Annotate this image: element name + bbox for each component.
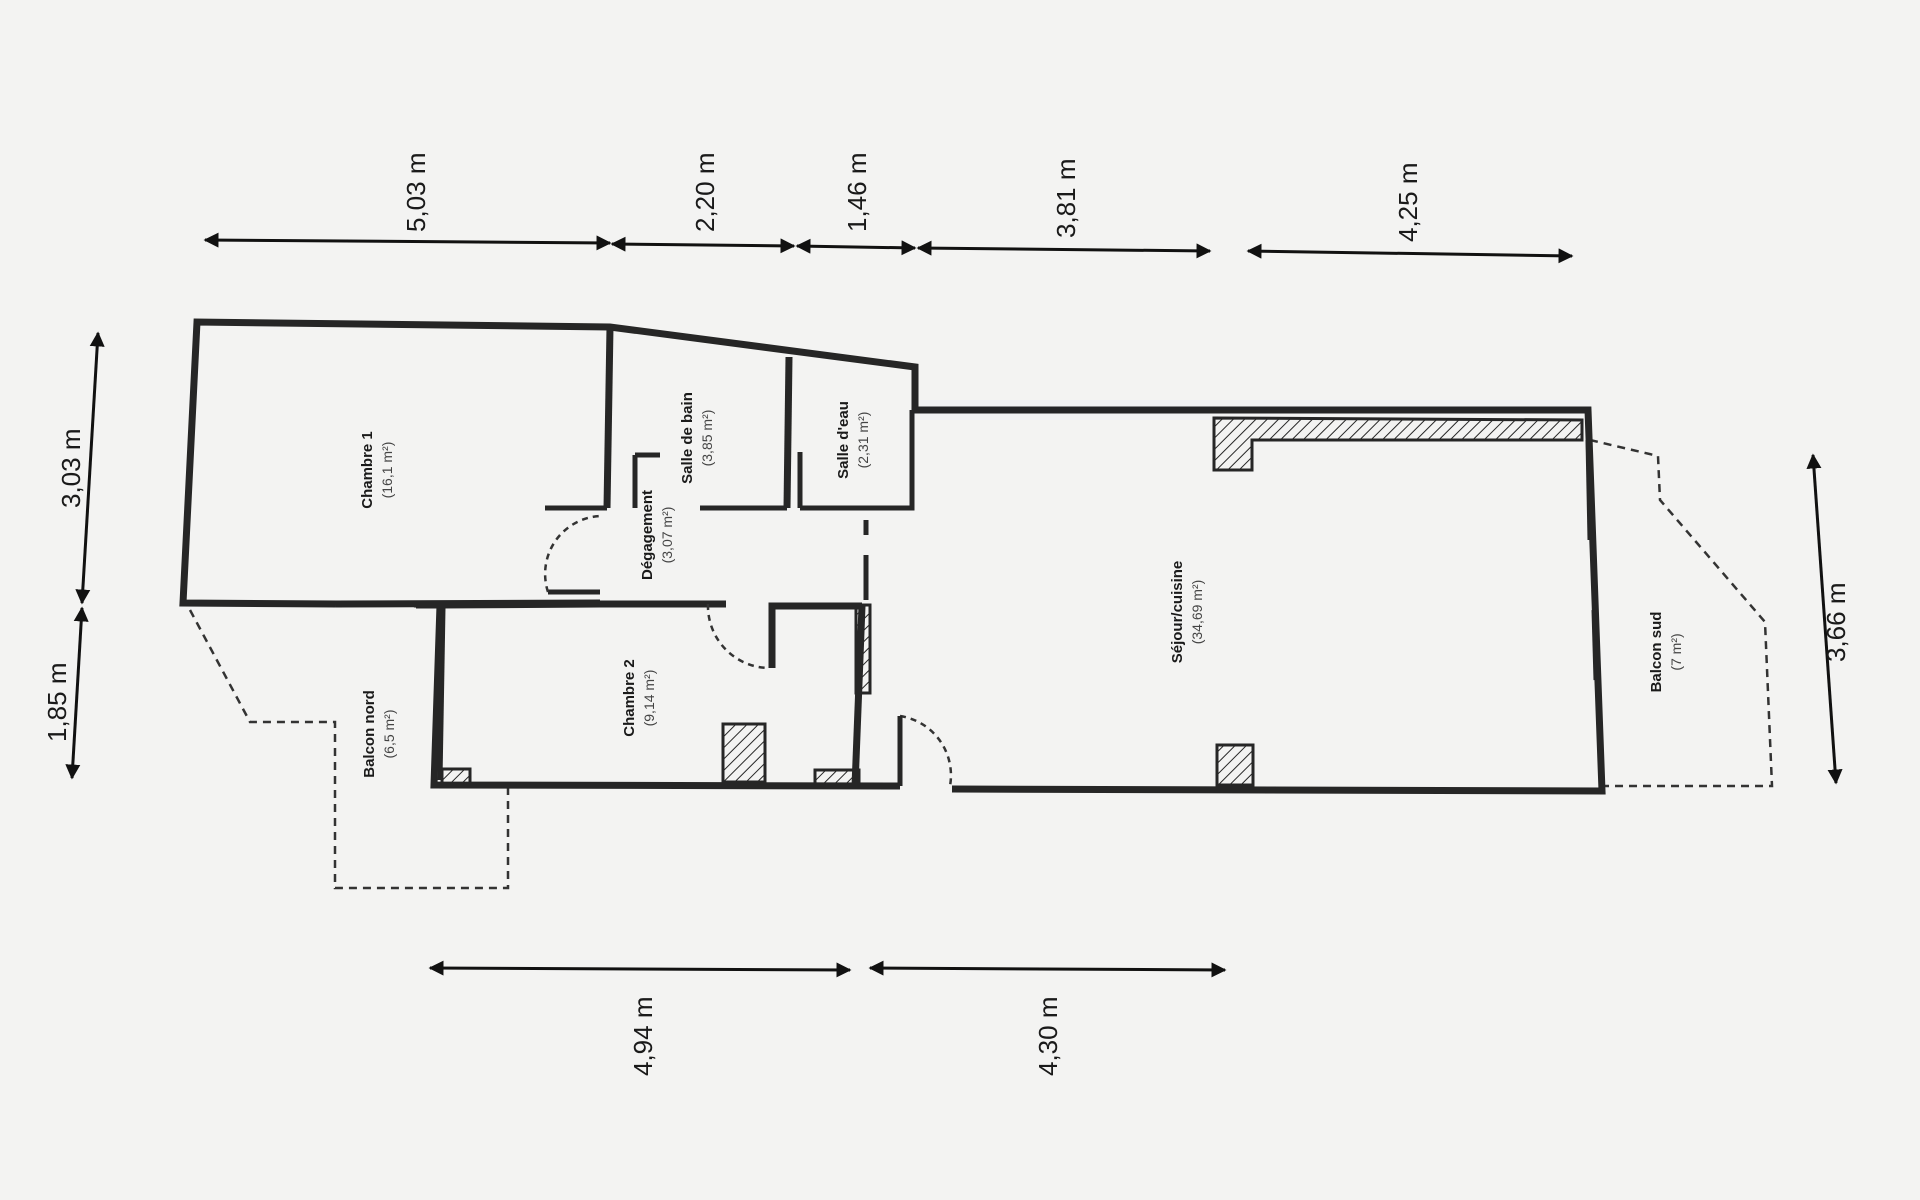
room-area-salle-d-eau: (2,31 m²) [855,412,871,469]
room-name-degagement: Dégagement [639,490,656,580]
wall-chambre1-east [603,326,614,509]
room-name-chambre-1: Chambre 1 [359,431,376,509]
room-area-salle-de-bain: (3,85 m²) [699,410,715,467]
dimension-labels: 5,03 m 2,20 m 1,46 m 3,81 m 4,25 m 3,03 … [42,153,1851,1077]
dimension-lines [65,232,1843,978]
room-name-balcon-nord: Balcon nord [361,690,378,778]
wall-chambre2-north-east [768,602,862,668]
door-entry-swing [899,714,953,787]
duct-chambre2-corner [813,768,861,786]
room-name-chambre-2: Chambre 2 [621,659,638,737]
dim-label-top-5: 4,25 m [1393,163,1423,243]
room-balcon-nord: Balcon nord (6,5 m²) [361,690,397,778]
dim-line-bottom-1 [428,960,852,978]
dim-label-bottom-2: 4,30 m [1033,997,1063,1077]
room-salle-d-eau: Salle d'eau (2,31 m²) [835,401,871,479]
wall-sde-south [800,410,915,511]
room-sejour-cuisine: Séjour/cuisine (34,69 m²) [1169,561,1205,664]
room-degagement: Dégagement (3,07 m²) [639,490,675,580]
room-labels: Chambre 1 (16,1 m²) Salle de bain (3,85 … [359,392,1684,778]
room-chambre-2: Chambre 2 (9,14 m²) [621,659,657,737]
room-salle-de-bain: Salle de bain (3,85 m²) [679,392,715,484]
dim-line-left-2 [65,606,89,780]
outer-wall-south-west [416,601,901,790]
dim-label-left-1: 3,03 m [56,429,86,509]
dim-label-bottom-1: 4,94 m [628,997,658,1077]
dim-label-top-2: 2,20 m [690,153,720,233]
wall-sejour-window-2 [1591,609,1599,681]
dim-label-left-2: 1,85 m [42,663,72,743]
room-area-chambre-2: (9,14 m²) [641,670,657,727]
balcon-sud-outline [1589,438,1774,788]
room-chambre-1: Chambre 1 (16,1 m²) [359,431,395,509]
room-area-balcon-nord: (6,5 m²) [381,710,397,759]
duct-balcon-nord [440,767,472,786]
balcon-nord-outline [188,609,510,890]
wall-chambre2-west [437,607,446,781]
balconies [188,438,1774,890]
dim-line-top-4 [916,240,1212,259]
dim-line-top-5 [1246,243,1574,264]
dim-line-top-3 [795,238,917,256]
dim-line-top-2 [610,236,796,254]
dim-line-right-1 [1806,453,1843,785]
room-name-sejour-cuisine: Séjour/cuisine [1169,561,1186,664]
dim-label-top-3: 1,46 m [842,153,872,233]
dim-line-left-1 [75,331,105,605]
duct-chambre2 [721,722,767,784]
wall-sdb-east [783,356,793,509]
room-name-balcon-sud: Balcon sud [1648,612,1665,693]
wall-sejour-window-1 [1585,439,1593,541]
dim-label-top-1: 5,03 m [401,153,431,233]
duct-corridor [854,603,872,695]
wall-corridor-south [439,600,601,609]
room-area-chambre-1: (16,1 m²) [379,442,395,499]
room-area-sejour-cuisine: (34,69 m²) [1189,580,1205,645]
door-chambre2-swing [706,603,769,670]
hatched-elements [440,416,1584,787]
door-chambre1-swing [543,514,601,593]
room-name-salle-d-eau: Salle d'eau [835,401,852,479]
doors [543,514,953,787]
room-balcon-sud: Balcon sud (7 m²) [1648,612,1684,693]
room-area-balcon-sud: (7 m²) [1668,633,1684,670]
dim-label-top-4: 3,81 m [1051,159,1081,239]
dim-label-right-1: 3,66 m [1821,583,1851,663]
room-name-salle-de-bain: Salle de bain [679,392,696,484]
room-area-degagement: (3,07 m²) [659,507,675,564]
kitchen-counter [1212,416,1584,472]
dim-line-bottom-2 [868,960,1227,978]
dim-line-top-1 [203,232,612,251]
duct-sejour [1215,743,1255,787]
